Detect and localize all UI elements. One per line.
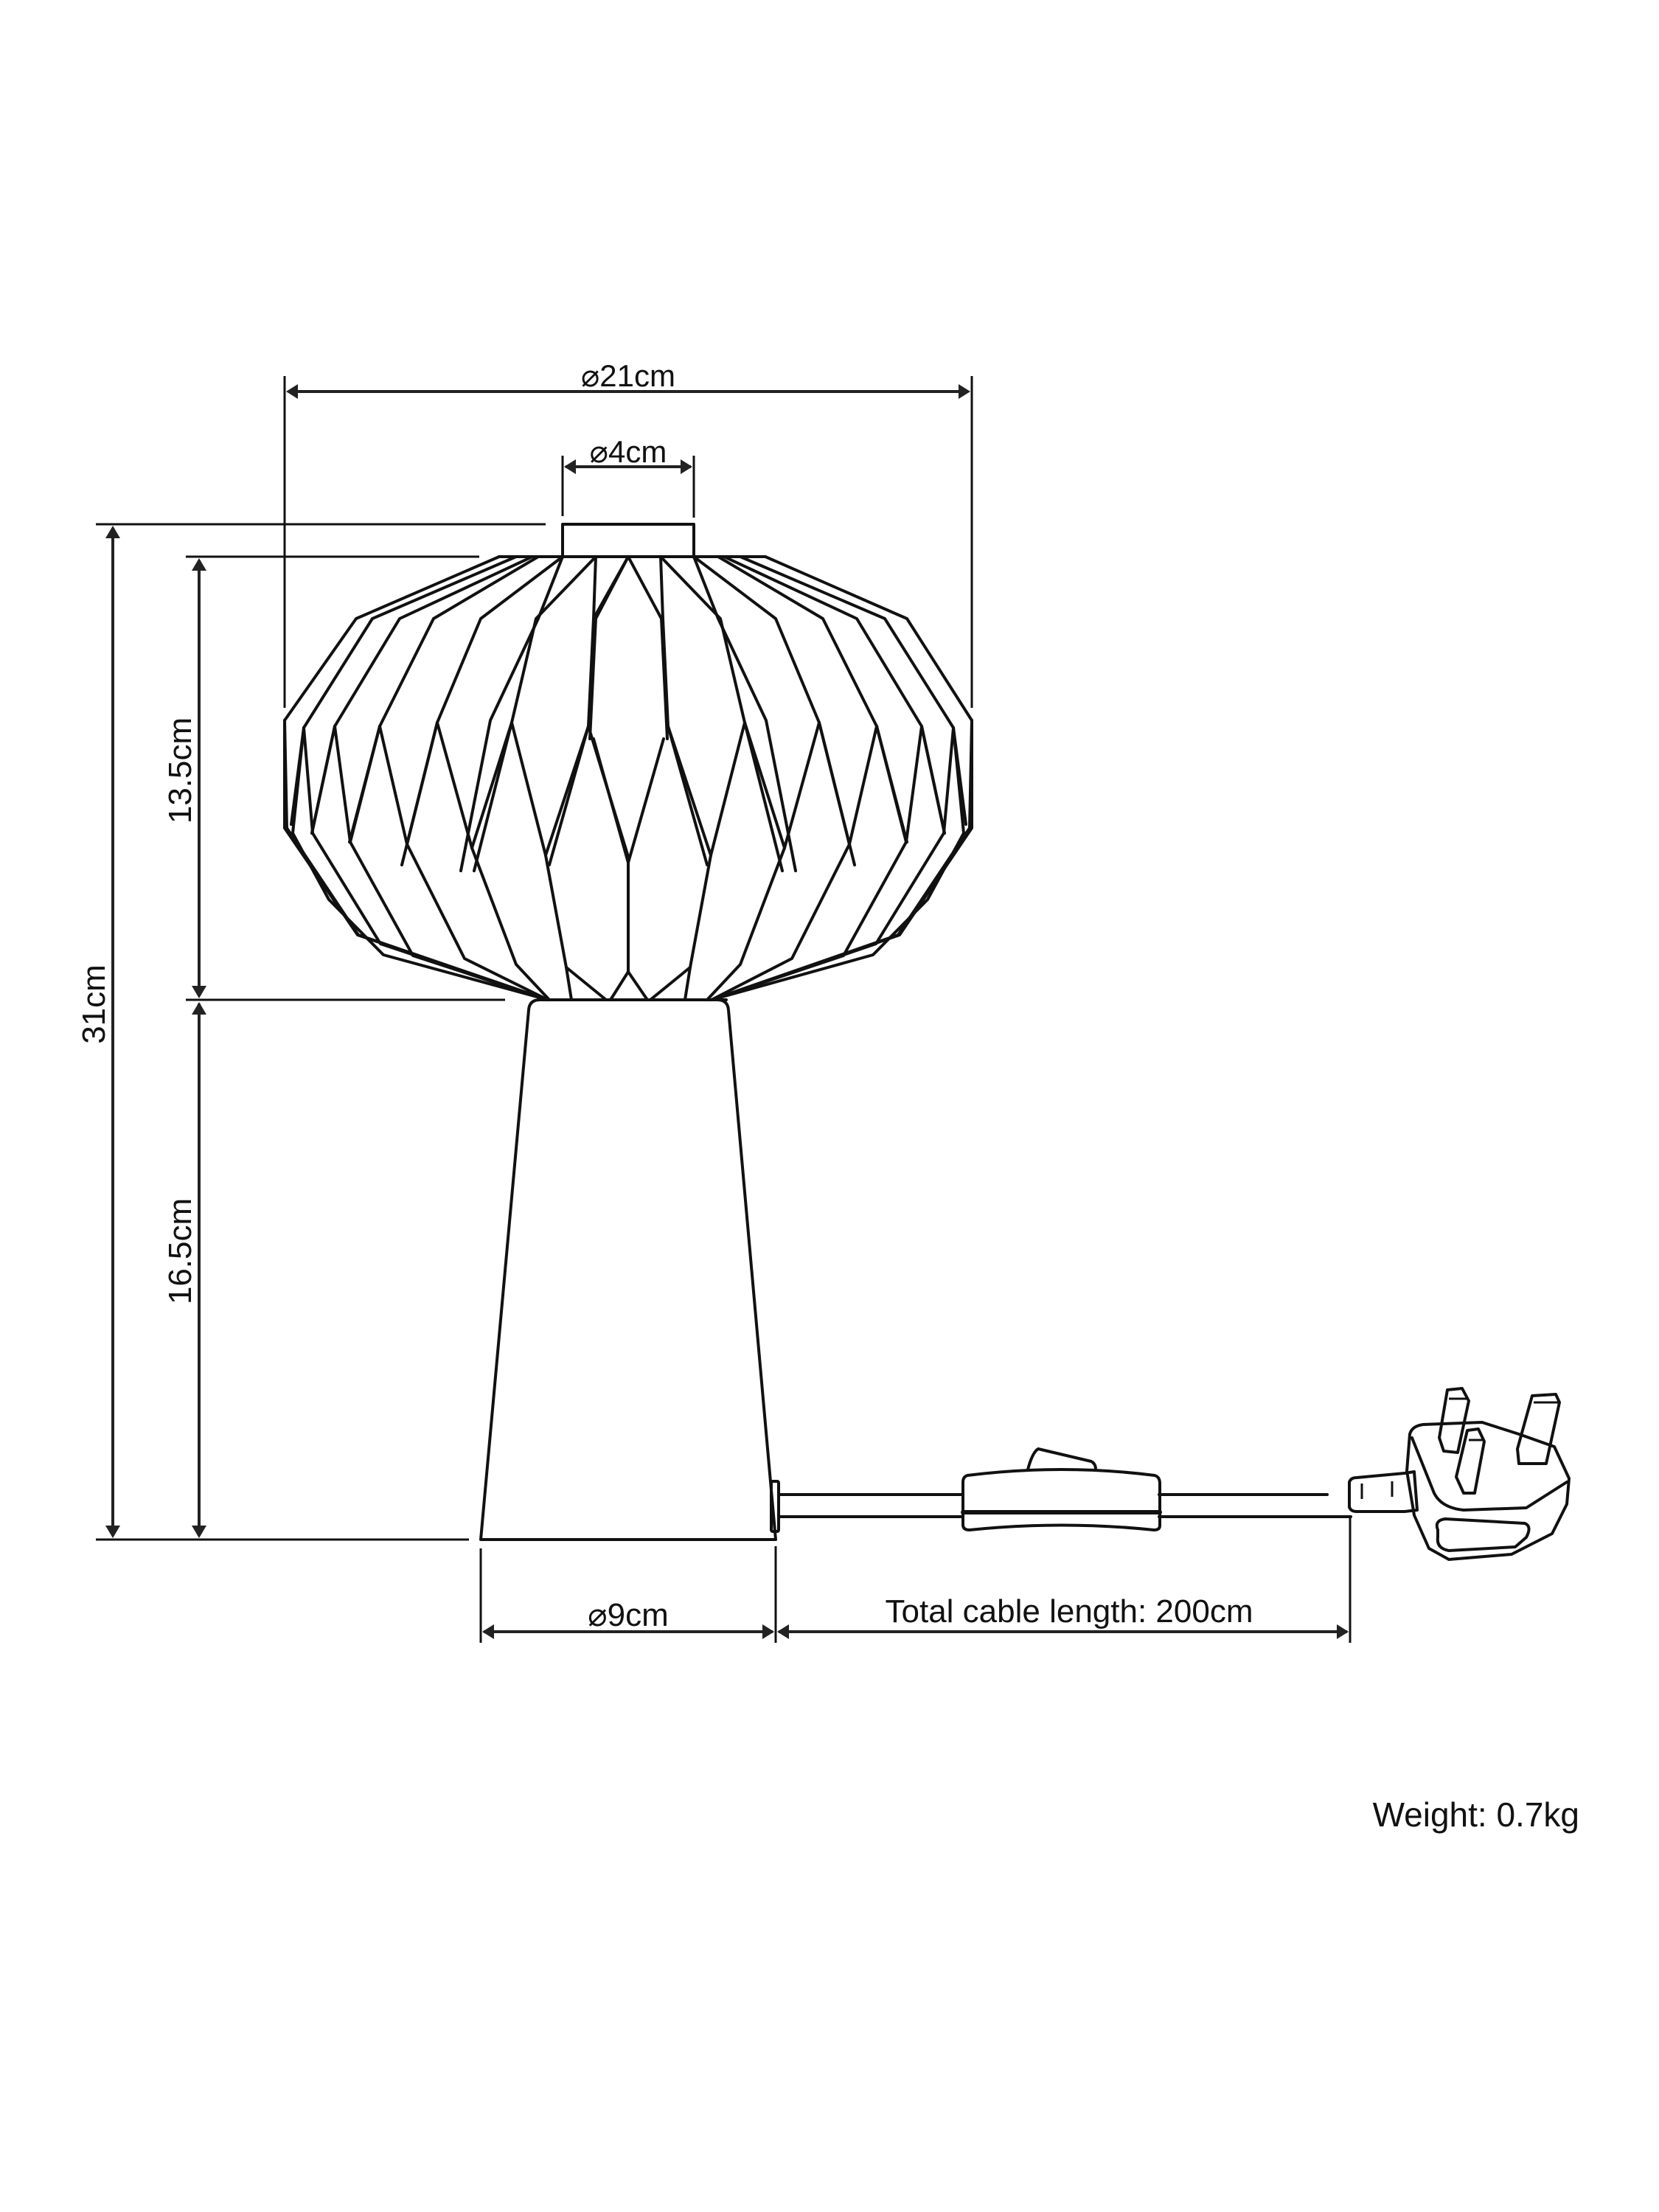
uk-plug-icon (1348, 1387, 1571, 1561)
inline-switch-icon (961, 1447, 1162, 1531)
base-height-dimension: 16.5cm (162, 1002, 206, 1538)
shade-height-label: 13.5cm (162, 717, 198, 824)
total-height-label: 31cm (76, 964, 112, 1044)
base-diameter-dimension: ⌀9cm (479, 1546, 777, 1643)
weight-label: Weight: 0.7kg (1373, 1795, 1579, 1834)
shade-diameter-label: ⌀21cm (581, 358, 675, 393)
socket-cap (561, 523, 695, 558)
base-height-label: 16.5cm (162, 1198, 198, 1304)
shade-diameter-dimension: ⌀21cm (283, 358, 973, 708)
power-cable (770, 1480, 1352, 1533)
pleated-globe-shade (283, 555, 973, 1001)
lamp-base (479, 998, 777, 1541)
socket-diameter-label: ⌀4cm (590, 434, 667, 469)
shade-height-dimension: 13.5cm (162, 558, 206, 998)
base-diameter-label: ⌀9cm (588, 1597, 669, 1633)
cable-length-dimension: Total cable length: 200cm (777, 1517, 1352, 1643)
total-height-dimension: 31cm (76, 526, 120, 1538)
cable-length-label: Total cable length: 200cm (886, 1593, 1253, 1630)
socket-diameter-dimension: ⌀4cm (561, 434, 695, 518)
